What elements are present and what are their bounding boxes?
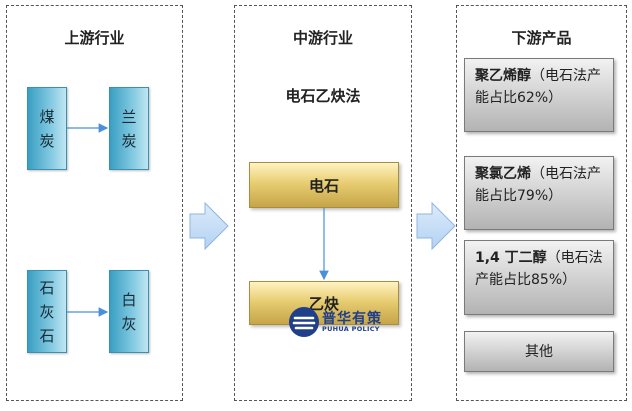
method-title: 电石乙炔法 <box>285 87 361 105</box>
semi-coke-box: 兰炭 <box>109 87 149 170</box>
puhua-logo: 普华有策 PUHUA POLICY <box>288 306 398 338</box>
acetylene-box: 乙炔 <box>249 281 399 325</box>
product-pvc-box: 聚氯乙烯（电石法产能占比79%） <box>464 156 614 230</box>
calcium-carbide-label: 电石 <box>308 176 339 195</box>
product-other-name: 其他 <box>525 343 553 360</box>
lime-label: 白灰 <box>121 290 137 333</box>
midstream-title: 中游行业 <box>292 29 353 47</box>
acetylene-label: 乙炔 <box>308 294 339 313</box>
lime-box: 白灰 <box>109 270 149 353</box>
product-pva-note: （电石法产能占比62%） <box>475 68 601 106</box>
semi-coke-label: 兰炭 <box>121 107 137 150</box>
product-bdo-note: （电石法产能占比85%） <box>475 250 603 288</box>
puhua-logo-icon <box>289 307 319 337</box>
product-pvc-note: （电石法产能占比79%） <box>475 166 601 204</box>
product-pvc-name: 聚氯乙烯 <box>475 166 531 182</box>
coal-box: 煤炭 <box>27 87 67 170</box>
limestone-label: 石灰石 <box>39 278 55 345</box>
midstream-to-downstream-arrow <box>416 201 456 251</box>
product-pva-name: 聚乙烯醇 <box>475 68 531 84</box>
product-other-box: 其他 <box>464 331 614 372</box>
coal-label: 煤炭 <box>39 107 55 150</box>
downstream-title: 下游产品 <box>511 29 572 47</box>
upstream-title: 上游行业 <box>64 29 125 47</box>
product-pva-box: 聚乙烯醇（电石法产能占比62%） <box>464 58 614 132</box>
logo-name: 普华有策 <box>322 311 382 327</box>
limestone-box: 石灰石 <box>27 270 67 353</box>
product-bdo-name: 1,4 丁二醇 <box>475 250 547 266</box>
product-bdo-box: 1,4 丁二醇（电石法产能占比85%） <box>464 240 614 315</box>
calcium-carbide-box: 电石 <box>249 162 399 208</box>
upstream-to-midstream-arrow <box>189 201 229 251</box>
logo-subtitle: PUHUA POLICY <box>322 325 380 333</box>
